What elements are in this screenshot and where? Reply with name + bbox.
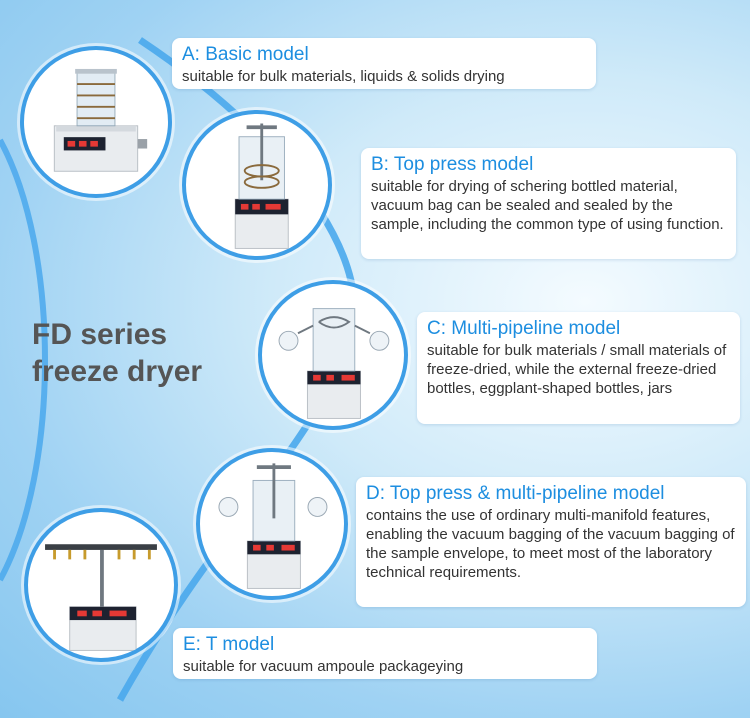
model-title: E: T model xyxy=(183,634,275,655)
model-title: B: Top press model xyxy=(371,154,534,175)
model-description: suitable for vacuum ampoule packageying xyxy=(183,658,464,675)
model-title: A: Basic model xyxy=(182,44,309,65)
model-title: C: Multi-pipeline model xyxy=(427,318,621,339)
model-title: D: Top press & multi-pipeline model xyxy=(366,483,665,504)
t-model-image xyxy=(24,508,178,662)
product-series-title: FD series freeze dryer xyxy=(32,316,262,390)
model-description: suitable for drying of schering bottled … xyxy=(371,178,724,233)
model-card-basic: A: Basic model suitable for bulk materia… xyxy=(172,38,596,89)
model-card-top-press: B: Top press model suitable for drying o… xyxy=(361,148,736,259)
model-description: suitable for bulk materials, liquids & s… xyxy=(182,68,505,85)
basic-model-image xyxy=(20,46,172,198)
model-card-t-model: E: T model suitable for vacuum ampoule p… xyxy=(173,628,597,679)
model-card-multi-pipeline: C: Multi-pipeline model suitable for bul… xyxy=(417,312,740,424)
model-description: suitable for bulk materials / small mate… xyxy=(427,342,727,397)
title-line-2: freeze dryer xyxy=(32,355,203,388)
model-description: contains the use of ordinary multi-manif… xyxy=(366,507,735,581)
model-card-top-press-multi-pipeline: D: Top press & multi-pipeline model cont… xyxy=(356,477,746,607)
top-press-multi-pipeline-model-image xyxy=(196,448,348,600)
multi-pipeline-model-image xyxy=(258,280,408,430)
top-press-model-image xyxy=(182,110,332,260)
title-line-1: FD series xyxy=(32,318,168,351)
